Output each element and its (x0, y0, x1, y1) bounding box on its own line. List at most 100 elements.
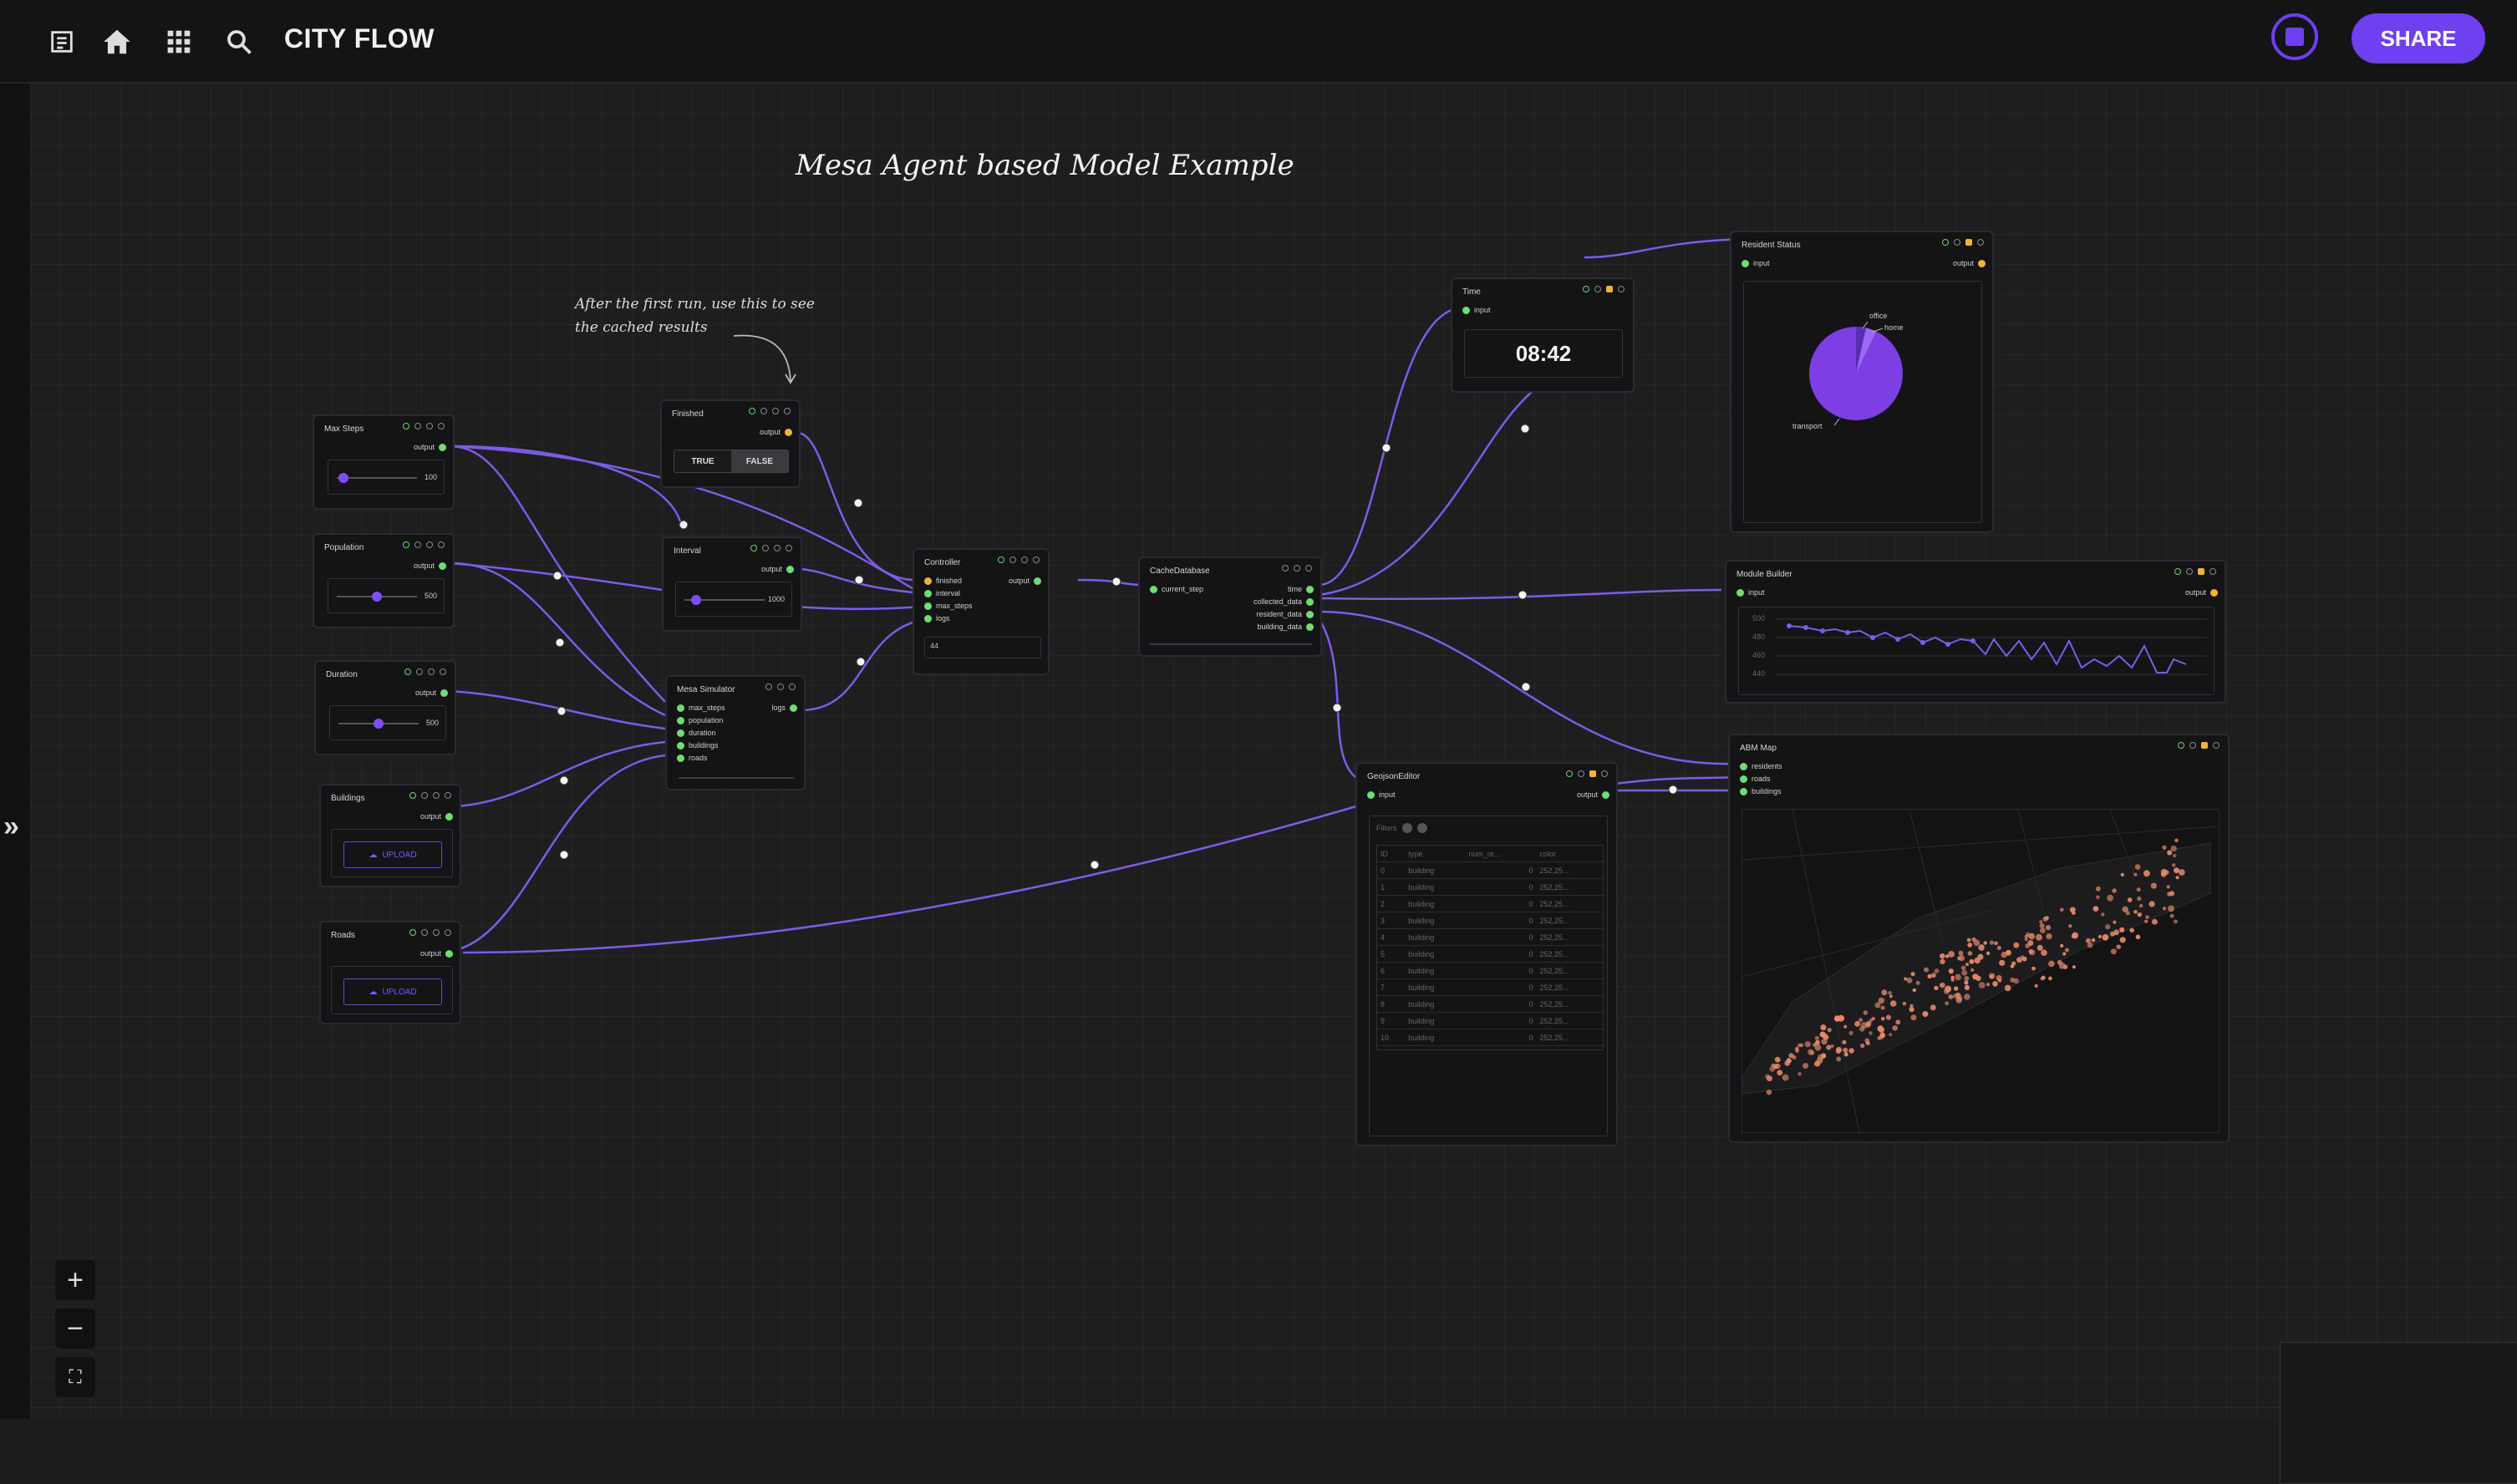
input-port[interactable]: finished (924, 577, 962, 585)
settings-icon[interactable] (786, 545, 792, 551)
port-dot[interactable] (1306, 623, 1314, 631)
port-dot[interactable] (1462, 306, 1470, 314)
home-icon[interactable] (99, 23, 135, 60)
expand-icon[interactable] (421, 792, 428, 799)
input-port[interactable]: population (677, 716, 724, 724)
port-dot[interactable] (1034, 577, 1041, 585)
zoom-in-icon[interactable]: + (55, 1260, 95, 1300)
fit-view-icon[interactable]: ⛶ (55, 1357, 95, 1397)
output-port[interactable]: resident_data (1256, 610, 1314, 618)
pin-icon[interactable] (428, 668, 435, 675)
node-interval[interactable]: Interval output 1000 (662, 536, 802, 632)
boolean-toggle[interactable]: TRUE FALSE (674, 450, 789, 473)
output-port[interactable]: output (414, 443, 446, 451)
port-dot[interactable] (677, 716, 684, 724)
zoom-out-icon[interactable]: − (55, 1309, 95, 1349)
output-port[interactable]: output (761, 565, 794, 573)
output-port[interactable]: output (1577, 790, 1609, 799)
port-dot[interactable] (1150, 585, 1157, 593)
input-port[interactable]: input (1462, 306, 1491, 314)
settings-icon[interactable] (784, 408, 791, 414)
output-port[interactable]: output (760, 428, 792, 436)
port-dot[interactable] (1740, 787, 1747, 795)
node-population[interactable]: Population output 500 (313, 533, 455, 628)
node-max-steps[interactable]: Max Steps output 100 (313, 414, 455, 510)
slider-track[interactable] (337, 477, 417, 479)
node-cache-database[interactable]: CacheDatabase current_step time collecte… (1138, 556, 1322, 657)
settings-icon[interactable] (438, 541, 445, 548)
node-geojson-editor[interactable]: GeojsonEditor input output Filters ID ty… (1355, 762, 1618, 1146)
output-port[interactable]: output (1953, 259, 1986, 267)
port-dot[interactable] (439, 562, 446, 570)
node-roads[interactable]: Roads output ☁UPLOAD (319, 921, 461, 1024)
settings-icon[interactable] (1601, 770, 1608, 777)
expand-icon[interactable] (1009, 556, 1016, 563)
pin-icon[interactable] (426, 423, 433, 429)
port-dot[interactable] (1306, 610, 1314, 618)
port-dot[interactable] (677, 741, 684, 750)
output-port[interactable]: output (414, 562, 446, 570)
port-dot[interactable] (1602, 790, 1609, 799)
port-dot[interactable] (439, 443, 446, 451)
column-header[interactable]: color (1536, 846, 1603, 862)
pin-icon[interactable] (774, 545, 781, 551)
node-controller[interactable]: Controller finished interval max_steps l… (913, 548, 1050, 675)
map-view[interactable] (1742, 809, 2220, 1133)
add-filter-icon[interactable] (1401, 823, 1412, 833)
column-header[interactable]: ID (1377, 846, 1406, 862)
pin-icon[interactable] (777, 684, 784, 690)
port-dot[interactable] (1306, 585, 1314, 593)
port-dot[interactable] (677, 704, 684, 712)
pin-icon[interactable] (2198, 568, 2204, 575)
pin-icon[interactable] (1021, 556, 1028, 563)
settings-icon[interactable] (438, 423, 445, 429)
expand-icon[interactable] (1954, 239, 1960, 246)
pin-icon[interactable] (433, 792, 440, 799)
port-dot[interactable] (440, 689, 448, 697)
output-port[interactable]: output (1009, 577, 1041, 585)
port-dot[interactable] (2210, 588, 2218, 597)
expand-sidebar-icon[interactable]: » (3, 811, 19, 842)
expand-icon[interactable] (760, 408, 767, 414)
expand-icon[interactable] (1578, 770, 1584, 777)
false-option[interactable]: FALSE (731, 450, 788, 472)
slider-knob[interactable] (691, 595, 702, 605)
output-port[interactable]: building_data (1257, 623, 1314, 631)
node-mesa-simulator[interactable]: Mesa Simulator max_steps population dura… (665, 675, 806, 790)
pin-icon[interactable] (1589, 770, 1596, 777)
expand-icon[interactable] (2186, 568, 2193, 575)
expand-icon[interactable] (2189, 742, 2196, 749)
pin-icon[interactable] (426, 541, 433, 548)
node-duration[interactable]: Duration output 500 (314, 660, 456, 755)
settings-icon[interactable] (1618, 286, 1625, 292)
input-port[interactable]: roads (677, 754, 708, 762)
port-dot[interactable] (445, 949, 453, 958)
slider-knob[interactable] (338, 473, 348, 483)
settings-icon[interactable] (445, 929, 451, 936)
port-dot[interactable] (785, 428, 792, 436)
pin-icon[interactable] (1965, 239, 1972, 246)
input-port[interactable]: current_step (1150, 585, 1203, 593)
node-finished[interactable]: Finished output TRUE FALSE (660, 399, 801, 488)
pin-icon[interactable] (1294, 565, 1300, 572)
slider-knob[interactable] (372, 592, 382, 602)
expand-icon[interactable] (1282, 565, 1289, 572)
output-port[interactable]: time (1288, 585, 1314, 593)
port-dot[interactable] (786, 565, 794, 573)
port-dot[interactable] (1740, 762, 1747, 770)
list-icon[interactable] (43, 23, 80, 60)
expand-icon[interactable] (416, 668, 423, 675)
port-dot[interactable] (1740, 775, 1747, 783)
port-dot[interactable] (790, 704, 797, 712)
upload-button[interactable]: ☁UPLOAD (343, 978, 442, 1005)
output-port[interactable]: output (415, 689, 448, 697)
port-dot[interactable] (924, 589, 932, 597)
flow-canvas[interactable]: Mesa Agent based Model Example After the… (30, 84, 2517, 1484)
port-dot[interactable] (924, 577, 932, 585)
